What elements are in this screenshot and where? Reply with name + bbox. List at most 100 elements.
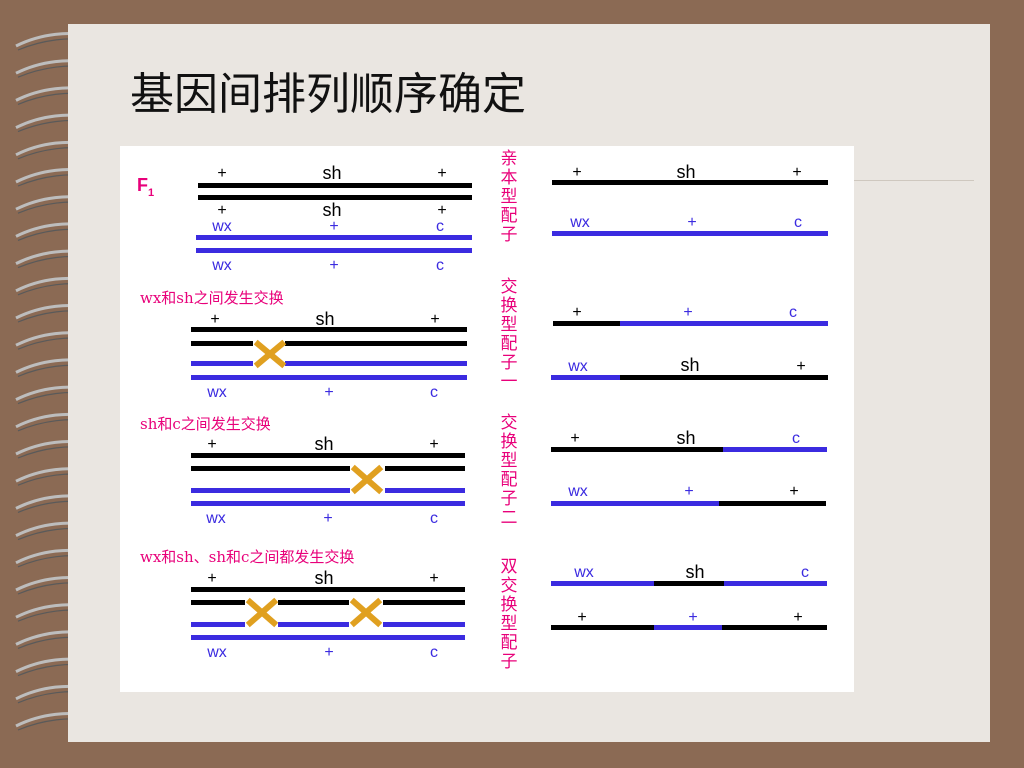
gene-label: c	[794, 214, 802, 231]
gamete-chromosome	[551, 375, 620, 380]
gene-label: wx	[206, 644, 227, 661]
gene-label: c	[792, 430, 800, 447]
gamete-chromosome	[719, 501, 826, 506]
gene-label: sh	[685, 562, 704, 582]
chromosome-blue	[191, 501, 465, 506]
gene-label: wx	[211, 218, 232, 235]
chromosome-blue	[383, 622, 465, 627]
gene-label: sh	[315, 309, 334, 329]
chromosome-black-1	[198, 183, 472, 188]
gene-label: +	[207, 570, 216, 587]
gene-label: +	[572, 304, 581, 321]
gene-label: +	[329, 218, 338, 235]
chromosome-black	[383, 600, 465, 605]
gene-label: +	[217, 165, 226, 182]
vertical-label: 双交换型配子	[501, 557, 518, 672]
gene-label: wx	[205, 510, 226, 527]
chromosome-black	[285, 341, 467, 346]
chromosome-black	[191, 453, 465, 458]
gene-label: +	[323, 510, 332, 527]
f1-label-sub: 1	[148, 187, 154, 199]
gene-label: +	[437, 202, 446, 219]
chromosome-black	[385, 466, 465, 471]
chromosome-blue-1	[196, 235, 472, 240]
gene-label: c	[430, 384, 438, 401]
gamete-chromosome	[724, 581, 827, 586]
gamete-chromosome	[551, 501, 719, 506]
gamete-chromosome	[723, 447, 827, 452]
gene-label: sh	[676, 428, 695, 448]
gene-label: +	[683, 304, 692, 321]
gene-label: +	[577, 609, 586, 626]
gene-label: wx	[211, 257, 232, 274]
gene-label: c	[436, 257, 444, 274]
decorative-rule	[830, 180, 974, 181]
crossover-x-icon	[245, 597, 279, 628]
gene-label: c	[436, 218, 444, 235]
gene-label: +	[687, 214, 696, 231]
case-caption: wx和sh之间发生交换	[140, 289, 284, 307]
chromosome-diagram: F1 + sh + + sh + wx + c wx + c wx和sh之间发生…	[137, 149, 828, 672]
gene-label: +	[437, 165, 446, 182]
gene-label: +	[793, 609, 802, 626]
gene-label: +	[572, 164, 581, 181]
gene-label: sh	[322, 200, 341, 220]
f1-label-main: F	[137, 175, 148, 195]
gene-label: +	[429, 570, 438, 587]
chromosome-black	[278, 600, 349, 605]
chromosome-blue	[191, 361, 253, 366]
case-caption: sh和c之间发生交换	[140, 415, 271, 433]
gene-label: wx	[206, 384, 227, 401]
case-wx-sh-crossover: wx和sh之间发生交换 + sh + wx + c	[140, 289, 467, 401]
chromosome-black	[191, 600, 245, 605]
crossover-x-icon	[350, 464, 384, 495]
gamete-chromosome	[620, 375, 828, 380]
gene-label: c	[789, 304, 797, 321]
chromosome-blue	[191, 635, 465, 640]
gamete-chromosome	[654, 625, 722, 630]
gene-label: +	[570, 430, 579, 447]
case-caption: wx和sh、sh和c之间都发生交换	[140, 548, 354, 566]
gamete-column: + sh + wx + c + + c wx sh + + sh c	[551, 162, 828, 630]
gene-label: c	[430, 510, 438, 527]
chromosome-black-2	[198, 195, 472, 200]
gene-label: +	[329, 257, 338, 274]
gene-label: +	[789, 483, 798, 500]
chromosome-blue	[385, 488, 465, 493]
gene-label: c	[430, 644, 438, 661]
gene-label: +	[324, 644, 333, 661]
gene-label: sh	[314, 434, 333, 454]
chromosome-blue	[285, 361, 467, 366]
gamete-chromosome	[620, 321, 828, 326]
chromosome-black	[191, 587, 465, 592]
gene-label: +	[688, 609, 697, 626]
gene-label: sh	[314, 568, 333, 588]
chromosome-blue	[191, 488, 350, 493]
vertical-label: 交换型配子二	[501, 413, 518, 528]
gamete-chromosome	[551, 447, 723, 452]
case-sh-c-crossover: sh和c之间发生交换 + sh + wx + c	[140, 415, 465, 527]
chromosome-blue-2	[196, 248, 472, 253]
gene-order-figure: F1 + sh + + sh + wx + c wx + c wx和sh之间发生…	[120, 146, 854, 692]
gene-label: wx	[567, 483, 588, 500]
crossover-x-icon	[253, 339, 287, 369]
gene-label: +	[792, 164, 801, 181]
gene-label: c	[801, 564, 809, 581]
gene-label: +	[217, 202, 226, 219]
gene-label: +	[429, 436, 438, 453]
gene-label: sh	[676, 162, 695, 182]
gene-label: sh	[322, 163, 341, 183]
chromosome-blue	[191, 375, 467, 380]
gene-label: +	[207, 436, 216, 453]
gamete-chromosome	[551, 581, 654, 586]
gamete-chromosome	[553, 321, 620, 326]
gene-label: +	[430, 311, 439, 328]
gene-label: wx	[569, 214, 590, 231]
chromosome-blue	[278, 622, 349, 627]
crossover-x-icon	[349, 597, 383, 628]
gene-label: +	[684, 483, 693, 500]
chromosome-black	[191, 341, 253, 346]
gene-label: sh	[680, 355, 699, 375]
case-double-crossover: wx和sh、sh和c之间都发生交换 + sh + wx + c	[140, 548, 465, 661]
